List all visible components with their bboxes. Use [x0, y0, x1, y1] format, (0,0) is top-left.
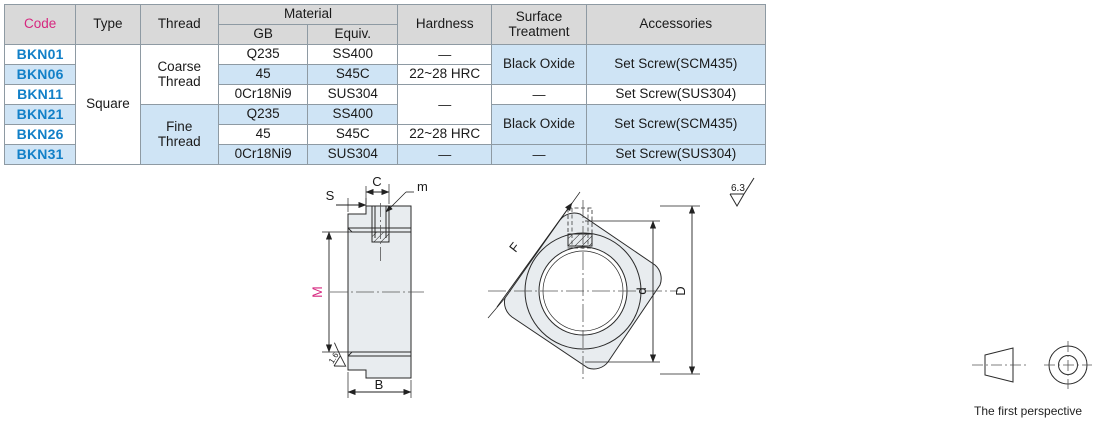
cell-hardness: 22~28 HRC	[397, 64, 493, 85]
dimension-label-m: m	[417, 179, 428, 194]
table-row: BKN31 0Cr18Ni9 SUS304 — — Set Screw(SUS3…	[3, 144, 767, 165]
surface-treatment-line-1: Surface	[515, 9, 563, 25]
dimension-label-d-large: D	[673, 286, 688, 295]
cell-thread-fine: Fine Thread	[139, 104, 219, 165]
cell-accessories: Set Screw(SUS304)	[585, 144, 767, 165]
cell-material-gb: 45	[217, 64, 309, 85]
first-angle-projection-symbol	[972, 341, 1092, 389]
specification-table: Code Type Thread Material Hardness Surfa…	[3, 4, 767, 165]
cell-material-gb: Q235	[217, 44, 309, 65]
cell-surface-treatment: —	[491, 144, 587, 165]
thread-coarse-line-2: Thread	[157, 73, 201, 89]
cell-material-equiv: SS400	[307, 104, 399, 125]
thread-fine-line-2: Thread	[157, 133, 201, 149]
dimension-label-d-small: d	[634, 287, 649, 294]
side-view: C S m M B 1.6	[309, 174, 428, 398]
svg-text:6.3: 6.3	[731, 183, 745, 194]
table-body: BKN01 Square Coarse Thread Q235 SS400 — …	[3, 44, 767, 165]
cell-hardness: —	[397, 84, 493, 125]
cell-material-equiv: S45C	[307, 124, 399, 145]
technical-drawing: C S m M B 1.6	[0, 170, 1110, 424]
header-row-2: GB Equiv.	[5, 24, 766, 45]
table-row: BKN21 Fine Thread Q235 SS400 Black Oxide…	[3, 104, 767, 165]
dimension-label-s: S	[326, 188, 335, 203]
cell-hardness: —	[397, 144, 493, 165]
surface-finish-symbol-6-3: 6.3	[729, 177, 755, 207]
column-header-surface-treatment: Surface Treatment	[491, 4, 587, 45]
cell-code: BKN01	[3, 44, 77, 65]
cell-accessories: Set Screw(SUS304)	[585, 84, 767, 105]
surface-treatment-line-2: Treatment	[508, 23, 570, 39]
cell-material-equiv: SS400	[307, 44, 399, 65]
thread-coarse-line-1: Coarse	[157, 59, 201, 75]
drawing-canvas: C S m M B 1.6	[309, 174, 1092, 398]
cell-surface-treatment: —	[491, 84, 587, 105]
cell-accessories: Set Screw(SCM435)	[585, 44, 767, 85]
table-row: BKN01 Square Coarse Thread Q235 SS400 — …	[3, 44, 767, 165]
cell-material-equiv: S45C	[307, 64, 399, 85]
column-header-thread: Thread	[139, 4, 219, 45]
column-header-type: Type	[75, 4, 141, 45]
table-header: Code Type Thread Material Hardness Surfa…	[3, 4, 767, 45]
cell-code: BKN06	[3, 64, 77, 85]
cell-material-gb: 0Cr18Ni9	[217, 144, 309, 165]
cell-hardness: 22~28 HRC	[397, 124, 493, 145]
cell-material-equiv: SUS304	[307, 84, 399, 105]
header-row-1: Code Type Thread Material Hardness Surfa…	[3, 4, 767, 45]
dimension-label-b: B	[375, 377, 384, 392]
cell-surface-treatment: Black Oxide	[491, 104, 587, 145]
cell-code: BKN11	[3, 84, 77, 105]
cell-code: BKN26	[3, 124, 77, 145]
cell-code: BKN21	[3, 104, 77, 125]
thread-fine-line-1: Fine	[166, 119, 193, 135]
cell-accessories: Set Screw(SCM435)	[585, 104, 767, 145]
column-header-accessories: Accessories	[585, 4, 767, 45]
table-row: BKN06 45 S45C 22~28 HRC	[3, 64, 766, 85]
cell-material-gb: Q235	[217, 104, 309, 125]
dimension-label-f: F	[506, 239, 523, 255]
cell-thread-coarse: Coarse Thread	[139, 44, 219, 105]
column-header-material-equiv: Equiv.	[307, 24, 399, 45]
column-header-code: Code	[3, 4, 77, 45]
surface-finish-symbol-1-6: 1.6	[327, 342, 347, 367]
front-view: F d D	[487, 191, 700, 382]
column-header-material: Material	[217, 4, 399, 25]
cell-type: Square	[75, 44, 141, 165]
cell-material-gb: 0Cr18Ni9	[217, 84, 309, 105]
cell-material-gb: 45	[217, 124, 309, 145]
cell-surface-treatment: Black Oxide	[491, 44, 587, 85]
dimension-label-c: C	[372, 174, 381, 189]
column-header-hardness: Hardness	[397, 4, 493, 45]
dimension-label-m-major: M	[309, 286, 325, 298]
cell-material-equiv: SUS304	[307, 144, 399, 165]
projection-symbol-label: The first perspective	[974, 404, 1083, 418]
cell-hardness: —	[397, 44, 493, 65]
column-header-material-gb: GB	[217, 24, 309, 45]
cell-code: BKN31	[3, 144, 77, 165]
